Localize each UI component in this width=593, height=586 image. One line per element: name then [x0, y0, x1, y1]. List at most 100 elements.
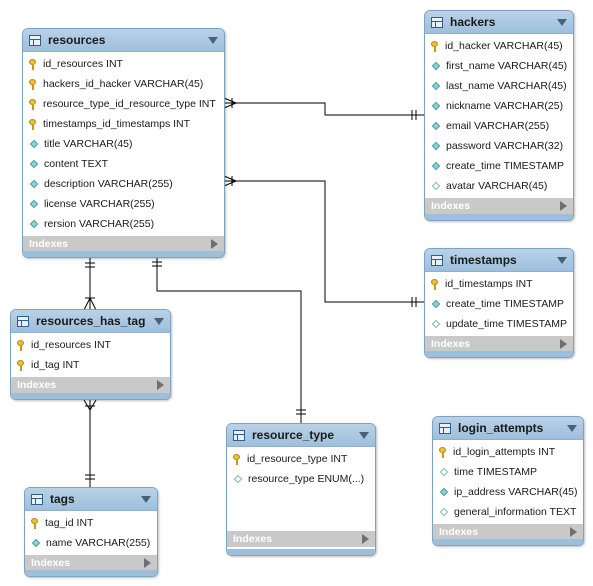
indexes-section[interactable]: Indexes	[227, 531, 375, 547]
relationship-resources-resources-has-tag[interactable]	[83, 256, 97, 311]
column-label: avatar VARCHAR(45)	[446, 180, 548, 192]
indexes-section[interactable]: Indexes	[25, 555, 157, 571]
column-label: create_time TIMESTAMP	[446, 160, 565, 172]
expand-arrow-icon[interactable]	[560, 201, 567, 211]
column-icon	[431, 161, 441, 171]
column-row[interactable]: description VARCHAR(255)	[23, 174, 224, 194]
relationship-resources-timestamps[interactable]	[223, 175, 424, 307]
column-row[interactable]: last_name VARCHAR(45)	[425, 76, 573, 96]
table-name: resource_type	[252, 428, 335, 442]
table-resource-type[interactable]: resource_type id_resource_type INT resour…	[226, 423, 376, 556]
expand-arrow-icon[interactable]	[362, 534, 369, 544]
indexes-label: Indexes	[17, 379, 57, 391]
column-row[interactable]: id_resource_type INT	[227, 449, 375, 469]
column-row[interactable]: create_time TIMESTAMP	[425, 156, 573, 176]
column-label: resource_type ENUM(...)	[248, 473, 365, 485]
column-icon	[29, 199, 39, 209]
collapse-arrow-icon[interactable]	[141, 495, 151, 503]
column-label: id_resources INT	[43, 58, 123, 70]
column-label: last_name VARCHAR(45)	[446, 80, 567, 92]
column-row[interactable]: time TIMESTAMP	[433, 462, 583, 482]
column-row[interactable]: name VARCHAR(255)	[25, 533, 157, 553]
indexes-section[interactable]: Indexes	[433, 524, 583, 540]
table-header[interactable]: hackers	[425, 11, 573, 34]
column-row[interactable]: tag_id INT	[25, 513, 157, 533]
indexes-section[interactable]: Indexes	[425, 336, 573, 352]
indexes-label: Indexes	[431, 338, 471, 350]
collapse-arrow-icon[interactable]	[567, 424, 577, 432]
column-row[interactable]: id_timestamps INT	[425, 274, 573, 294]
table-header[interactable]: login_attempts	[433, 417, 583, 440]
primary-key-icon	[431, 40, 439, 52]
column-row[interactable]: update_time TIMESTAMP	[425, 314, 573, 334]
column-row[interactable]: id_resources INT	[23, 54, 224, 74]
column-row[interactable]: create_time TIMESTAMP	[425, 294, 573, 314]
indexes-label: Indexes	[29, 238, 69, 250]
table-icon	[31, 493, 43, 505]
collapse-arrow-icon[interactable]	[208, 36, 218, 44]
column-label: id_resource_type INT	[247, 453, 348, 465]
relationship-resources-resource-type[interactable]	[152, 256, 306, 423]
column-row[interactable]: rersion VARCHAR(255)	[23, 214, 224, 234]
column-row[interactable]: id_tag INT	[11, 355, 170, 375]
table-header[interactable]: timestamps	[425, 249, 573, 272]
table-name: resources_has_tag	[36, 314, 146, 328]
column-row[interactable]: license VARCHAR(255)	[23, 194, 224, 214]
indexes-section[interactable]: Indexes	[425, 198, 573, 214]
expand-arrow-icon[interactable]	[570, 527, 577, 537]
nullable-column-icon	[431, 319, 441, 329]
indexes-label: Indexes	[431, 200, 471, 212]
collapse-arrow-icon[interactable]	[154, 317, 164, 325]
column-label: id_hacker VARCHAR(45)	[445, 40, 563, 52]
expand-arrow-icon[interactable]	[211, 239, 218, 249]
column-row[interactable]: password VARCHAR(32)	[425, 136, 573, 156]
column-label: timestamps_id_timestamps INT	[43, 118, 191, 130]
primary-key-icon	[233, 453, 241, 465]
column-row[interactable]: content TEXT	[23, 154, 224, 174]
expand-arrow-icon[interactable]	[157, 380, 164, 390]
column-row[interactable]: id_login_attempts INT	[433, 442, 583, 462]
collapse-arrow-icon[interactable]	[557, 18, 567, 26]
column-row[interactable]: id_hacker VARCHAR(45)	[425, 36, 573, 56]
table-name: hackers	[450, 15, 496, 29]
indexes-section[interactable]: Indexes	[23, 236, 224, 252]
table-header[interactable]: resource_type	[227, 424, 375, 447]
column-row[interactable]: avatar VARCHAR(45)	[425, 176, 573, 196]
expand-arrow-icon[interactable]	[144, 558, 151, 568]
column-row[interactable]: id_resources INT	[11, 335, 170, 355]
column-row[interactable]: email VARCHAR(255)	[425, 116, 573, 136]
table-footer	[227, 549, 375, 555]
column-icon	[29, 159, 39, 169]
column-row[interactable]: general_information TEXT	[433, 502, 583, 522]
column-row[interactable]: resource_type_id_resource_type INT	[23, 94, 224, 114]
table-header[interactable]: resources	[23, 29, 224, 52]
table-footer	[425, 351, 573, 357]
indexes-section[interactable]: Indexes	[11, 377, 170, 393]
primary-key-icon	[439, 446, 447, 458]
table-hackers[interactable]: hackers id_hacker VARCHAR(45) first_name …	[424, 10, 574, 221]
column-label: update_time TIMESTAMP	[446, 318, 567, 330]
relationship-tags-resources-has-tag[interactable]	[83, 398, 97, 488]
column-row[interactable]: nickname VARCHAR(25)	[425, 96, 573, 116]
column-icon	[29, 139, 39, 149]
column-row[interactable]: first_name VARCHAR(45)	[425, 56, 573, 76]
expand-arrow-icon[interactable]	[560, 339, 567, 349]
relationship-resources-hackers[interactable]	[223, 97, 424, 120]
column-row[interactable]: hackers_id_hacker VARCHAR(45)	[23, 74, 224, 94]
column-row[interactable]: resource_type ENUM(...)	[227, 469, 375, 489]
collapse-arrow-icon[interactable]	[359, 431, 369, 439]
table-header[interactable]: tags	[25, 488, 157, 511]
column-row[interactable]: timestamps_id_timestamps INT	[23, 114, 224, 134]
column-list: id_resources INT hackers_id_hacker VARCHA…	[23, 52, 224, 236]
collapse-arrow-icon[interactable]	[557, 256, 567, 264]
column-row[interactable]: ip_address VARCHAR(45)	[433, 482, 583, 502]
column-label: title VARCHAR(45)	[44, 138, 133, 150]
table-header[interactable]: resources_has_tag	[11, 310, 170, 333]
table-resources[interactable]: resources id_resources INT hackers_id_hac…	[22, 28, 225, 258]
column-row[interactable]: title VARCHAR(45)	[23, 134, 224, 154]
